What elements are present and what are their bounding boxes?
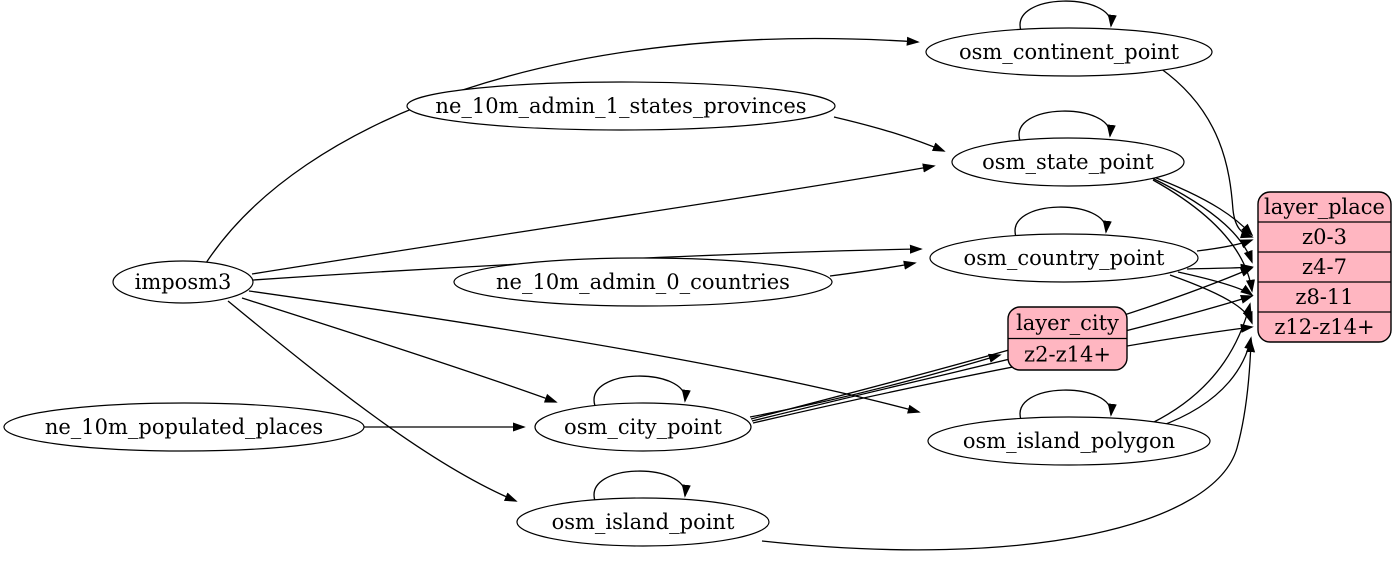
node-label-osm_continent_point: osm_continent_point	[959, 40, 1180, 64]
edge-imposm3-to-osm_state_point	[251, 163, 936, 275]
node-label-osm_island_polygon: osm_island_polygon	[963, 429, 1175, 453]
edge-osm_continent_point-to-osm_continent_point	[1019, 0, 1117, 32]
edge-osm_state_point-to-osm_state_point	[1018, 110, 1116, 142]
edge-osm_country_point-to-layer_place-z4-7	[1186, 263, 1254, 273]
node-label-ne_10m_admin_1_states_provinces: ne_10m_admin_1_states_provinces	[435, 94, 806, 118]
edge-osm_state_point-to-layer_place-z4-7	[1149, 176, 1253, 264]
node-ne_10m_admin_1_states_provinces: ne_10m_admin_1_states_provinces	[406, 81, 836, 131]
edge-osm_island_point-to-layer_place-z12-z14+	[761, 339, 1256, 551]
edge-osm_state_point-to-layer_place-z0-3	[1145, 173, 1254, 237]
node-shape-osm_island_point	[516, 497, 770, 547]
edge-osm_country_point-to-layer_place-z8-11	[1177, 271, 1254, 297]
edge-ne_10m_admin_0_countries-to-osm_country_point	[829, 260, 917, 277]
node-label-ne_10m_populated_places: ne_10m_populated_places	[45, 415, 323, 439]
node-shape-osm_island_polygon	[927, 416, 1211, 466]
node-label-ne_10m_admin_0_countries: ne_10m_admin_0_countries	[496, 270, 790, 294]
node-shape-ne_10m_admin_1_states_provinces	[406, 81, 836, 131]
node-osm_state_point: osm_state_point	[951, 137, 1185, 187]
edge-osm_island_polygon-to-layer_place-z12-z14+	[1157, 336, 1254, 428]
edge-osm_island_polygon-to-layer_place-z8-11	[1151, 302, 1252, 424]
record-shape-layer_place	[1257, 191, 1392, 343]
edge-osm_country_point-to-osm_country_point	[1014, 206, 1112, 238]
node-label-osm_island_point: osm_island_point	[552, 510, 735, 534]
edge-osm_city_point-to-osm_city_point	[593, 375, 691, 407]
edge-imposm3-to-osm_island_point	[227, 300, 518, 502]
record-row-layer_place-z4-7: z4-7	[1302, 255, 1347, 279]
node-label-osm_state_point: osm_state_point	[982, 150, 1154, 174]
edge-osm_city_point-to-layer_place-z4-7	[750, 267, 1254, 420]
node-osm_island_point: osm_island_point	[516, 497, 770, 547]
edge-osm_island_point-to-osm_island_point	[593, 470, 691, 502]
record-title-layer_place: layer_place	[1264, 195, 1385, 219]
node-shape-imposm3	[112, 260, 254, 304]
node-shape-osm_country_point	[929, 233, 1199, 283]
node-osm_continent_point: osm_continent_point	[925, 27, 1213, 77]
record-row-layer_city-z2-z14+: z2-z14+	[1024, 342, 1111, 366]
edge-osm_island_polygon-to-osm_island_polygon	[1019, 389, 1117, 421]
edge-osm_country_point-to-layer_place-z12-z14+	[1169, 274, 1253, 325]
edge-imposm3-to-osm_city_point	[241, 297, 558, 403]
edge-imposm3-to-osm_continent_point	[205, 36, 920, 264]
node-osm_country_point: osm_country_point	[929, 233, 1199, 283]
node-shape-ne_10m_admin_0_countries	[453, 257, 833, 307]
record-title-layer_city: layer_city	[1016, 311, 1119, 335]
node-ne_10m_admin_0_countries: ne_10m_admin_0_countries	[453, 257, 833, 307]
node-shape-osm_state_point	[951, 137, 1185, 187]
edge-ne_10m_admin_1_states_provinces-to-osm_state_point	[833, 116, 946, 152]
record-row-layer_place-z0-3: z0-3	[1302, 225, 1347, 249]
record-row-layer_place-z12-z14+: z12-z14+	[1274, 315, 1374, 339]
node-shape-osm_continent_point	[925, 27, 1213, 77]
node-label-osm_country_point: osm_country_point	[964, 246, 1165, 270]
record-node-layer_place: layer_place z0-3 z4-7 z8-11 z12-z14+	[1257, 191, 1392, 343]
edge-osm_country_point-to-layer_place-z0-3	[1196, 239, 1254, 252]
record-node-layer_city: layer_city z2-z14+	[1007, 306, 1128, 371]
node-ne_10m_populated_places: ne_10m_populated_places	[3, 402, 365, 452]
node-shape-osm_city_point	[534, 402, 752, 452]
nodes-layer: imposm3 ne_10m_admin_1_states_provincesne…	[3, 27, 1392, 547]
node-label-imposm3: imposm3	[135, 270, 232, 294]
edge-imposm3-to-osm_island_polygon	[248, 290, 921, 414]
edge-osm_state_point-to-layer_place-z8-11	[1152, 179, 1255, 293]
node-label-osm_city_point: osm_city_point	[564, 415, 722, 439]
node-osm_city_point: osm_city_point	[534, 402, 752, 452]
record-row-layer_place-z8-11: z8-11	[1295, 285, 1353, 309]
edge-osm_city_point-to-layer_place-z8-11	[751, 294, 1254, 422]
node-imposm3: imposm3	[112, 260, 254, 304]
node-osm_island_polygon: osm_island_polygon	[927, 416, 1211, 466]
node-shape-ne_10m_populated_places	[3, 402, 365, 452]
